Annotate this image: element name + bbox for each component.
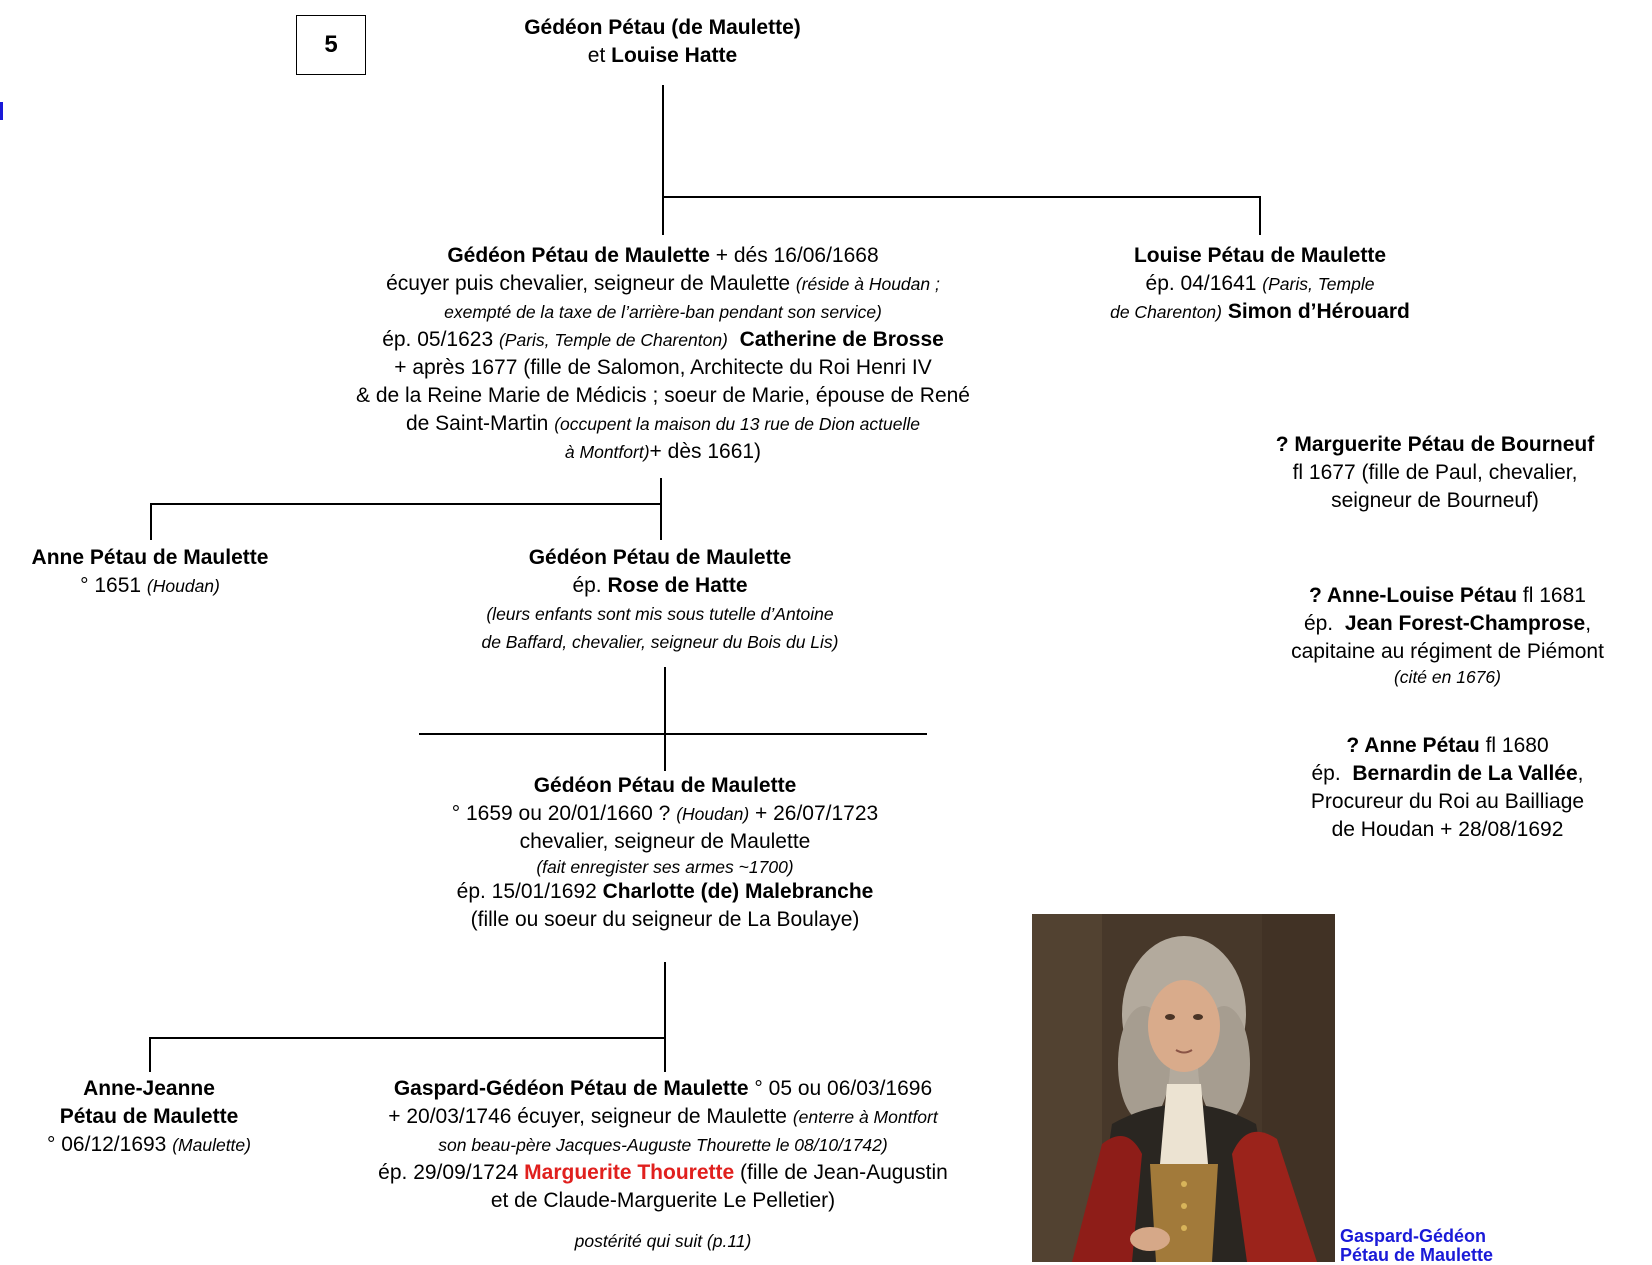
anne-1680-spouse: Bernardin de La Vallée: [1352, 762, 1578, 785]
gedeon3-death: + 26/07/1723: [755, 802, 879, 825]
portrait-caption: Gaspard-Gédéon Pétau de Maulette: [1340, 1226, 1494, 1265]
gedeon3-name: Gédéon Pétau de Maulette: [533, 774, 797, 797]
anne-1680-marriage: ép.: [1311, 762, 1341, 785]
gedeon3-birth-place: (Houdan): [676, 804, 750, 824]
anne-1680-line3: Procureur du Roi au Bailliage: [1310, 790, 1585, 813]
anne-louise-entry: ? Anne-Louise Pétau fl 1681 ép. Jean For…: [1250, 582, 1645, 688]
anne-louise-note: (cité en 1676): [1393, 667, 1501, 687]
gaspard-line5: et de Claude-Marguerite Le Pelletier): [490, 1189, 836, 1212]
anne-1680-entry: ? Anne Pétau fl 1680 ép. Bernardin de La…: [1250, 732, 1645, 844]
gedeon3-marriage: ép. 15/01/1692: [456, 880, 597, 903]
gedeon1-death: + dés 16/06/1668: [715, 244, 879, 267]
gaspard-spouse: Marguerite Thourette: [524, 1161, 735, 1184]
marguerite-bourneuf-line2: fl 1677 (fille de Paul, chevalier,: [1292, 461, 1578, 484]
gaspard-entry: Gaspard-Gédéon Pétau de Maulette ° 05 ou…: [318, 1075, 1008, 1255]
gaspard-line4b: (fille de Jean-Augustin: [740, 1161, 948, 1184]
anne-jeanne-entry: Anne-Jeanne Pétau de Maulette ° 06/12/16…: [0, 1075, 298, 1159]
connector-gen4-up: [664, 962, 666, 1072]
louise-spouse: Simon d’Hérouard: [1227, 300, 1410, 323]
connector-gen4-hbar: [149, 1037, 666, 1039]
gaspard-birth: ° 05 ou 06/03/1696: [754, 1077, 933, 1100]
gedeon1-line6: & de la Reine Marie de Médicis ; soeur d…: [355, 384, 970, 407]
connector-gen3-vertical: [664, 667, 666, 771]
portrait-painting: [1032, 914, 1335, 1262]
edge-marker: [0, 102, 3, 120]
anne-1651-entry: Anne Pétau de Maulette ° 1651 (Houdan): [0, 544, 300, 600]
gedeon1-note2: exempté de la taxe de l’arrière-ban pend…: [444, 302, 882, 322]
page-number-box: 5: [296, 15, 366, 75]
anne-jeanne-birth: ° 06/12/1693: [47, 1133, 167, 1156]
connector-root-down: [662, 85, 664, 235]
gaspard-posterity: postérité qui suit (p.11): [574, 1231, 752, 1251]
root-couple: Gédéon Pétau (de Maulette) et Louise Hat…: [440, 14, 885, 70]
anne-jeanne-name2: Pétau de Maulette: [59, 1105, 239, 1128]
louise-name: Louise Pétau de Maulette: [1133, 244, 1387, 267]
gaspard-line2a: + 20/03/1746 écuyer, seigneur de Maulett…: [388, 1105, 787, 1128]
anne-louise-line3: capitaine au régiment de Piémont: [1291, 640, 1604, 663]
anne-louise-marriage: ép.: [1303, 612, 1334, 635]
anne-1680-name: ? Anne Pétau: [1346, 734, 1480, 757]
gedeon2-note2: de Baffard, chevalier, seigneur du Bois …: [481, 632, 839, 652]
louise-marriage: ép. 04/1641: [1145, 272, 1257, 295]
anne-1651-name: Anne Pétau de Maulette: [31, 546, 269, 569]
connector-louise-drop: [1259, 196, 1261, 235]
louise-place2: de Charenton): [1110, 302, 1222, 322]
connector-annejeanne-drop: [149, 1037, 151, 1072]
connector-gen2-up: [660, 478, 662, 540]
portrait-image: [1032, 914, 1335, 1262]
gedeon3-birth: ° 1659 ou 20/01/1660 ?: [451, 802, 671, 825]
anne-jeanne-place: (Maulette): [172, 1135, 251, 1155]
root-spouse: Louise Hatte: [611, 44, 738, 67]
gedeon3-spouse: Charlotte (de) Malebranche: [602, 880, 874, 903]
gedeon1-entry: Gédéon Pétau de Maulette + dés 16/06/166…: [282, 242, 1044, 466]
gedeon2-spouse: Rose de Hatte: [607, 574, 748, 597]
connector-gen3-hbar: [419, 733, 927, 735]
gaspard-line2b: (enterre à Montfort: [792, 1107, 938, 1127]
gaspard-name: Gaspard-Gédéon Pétau de Maulette: [393, 1077, 749, 1100]
gedeon1-title: écuyer puis chevalier, seigneur de Maule…: [386, 272, 791, 295]
gedeon1-line8b: + dès 1661): [649, 440, 762, 463]
anne-louise-spouse: Jean Forest-Champrose: [1344, 612, 1586, 635]
connector-anne-drop: [150, 503, 152, 540]
gedeon3-entry: Gédéon Pétau de Maulette ° 1659 ou 20/01…: [375, 772, 955, 934]
anne-1651-place: (Houdan): [146, 576, 220, 596]
marguerite-bourneuf-entry: ? Marguerite Pétau de Bourneuf fl 1677 (…: [1235, 431, 1635, 515]
root-name: Gédéon Pétau (de Maulette): [524, 16, 801, 39]
anne-1651-birth: ° 1651: [80, 574, 142, 597]
gedeon1-line7b: (occupent la maison du 13 rue de Dion ac…: [554, 414, 921, 434]
gedeon2-entry: Gédéon Pétau de Maulette ép. Rose de Hat…: [405, 544, 915, 656]
root-conj: et: [587, 44, 606, 67]
louise-entry: Louise Pétau de Maulette ép. 04/1641 (Pa…: [1045, 242, 1475, 326]
gedeon1-marriage-place: (Paris, Temple de Charenton): [498, 330, 728, 350]
anne-louise-fl: fl 1681: [1522, 584, 1586, 607]
gedeon1-spouse: Catherine de Brosse: [739, 328, 944, 351]
gedeon1-line5: + après 1677 (fille de Salomon, Architec…: [394, 356, 932, 379]
anne-1680-line4: de Houdan + 28/08/1692: [1331, 818, 1564, 841]
louise-place1: (Paris, Temple: [1262, 274, 1375, 294]
marguerite-bourneuf-name: ? Marguerite Pétau de Bourneuf: [1275, 433, 1595, 456]
gedeon3-line6: (fille ou soeur du seigneur de La Boulay…: [470, 908, 860, 931]
gedeon1-name: Gédéon Pétau de Maulette: [447, 244, 710, 267]
page-number: 5: [324, 31, 338, 58]
anne-jeanne-name1: Anne-Jeanne: [83, 1077, 215, 1100]
gedeon1-line8a: à Montfort): [564, 442, 650, 462]
gedeon1-line7a: de Saint-Martin: [405, 412, 549, 435]
gaspard-line3: son beau-père Jacques-Auguste Thourette …: [438, 1135, 888, 1155]
connector-gen2-hbar: [150, 503, 662, 505]
gedeon2-marriage: ép.: [572, 574, 602, 597]
anne-louise-name: ? Anne-Louise Pétau: [1309, 584, 1518, 607]
gaspard-marriage: ép. 29/09/1724: [378, 1161, 519, 1184]
connector-gen1-hbar: [662, 196, 1261, 198]
marguerite-bourneuf-line3: seigneur de Bourneuf): [1331, 489, 1539, 512]
gedeon2-name: Gédéon Pétau de Maulette: [528, 546, 792, 569]
anne-1680-fl: fl 1680: [1485, 734, 1549, 757]
gedeon3-note: (fait enregister ses armes ~1700): [536, 857, 794, 877]
gedeon1-note1: (réside à Houdan ;: [795, 274, 940, 294]
gedeon2-note1: (leurs enfants sont mis sous tutelle d’A…: [486, 604, 834, 624]
gedeon3-title: chevalier, seigneur de Maulette: [519, 830, 811, 853]
gedeon1-marriage: ép. 05/1623: [382, 328, 494, 351]
